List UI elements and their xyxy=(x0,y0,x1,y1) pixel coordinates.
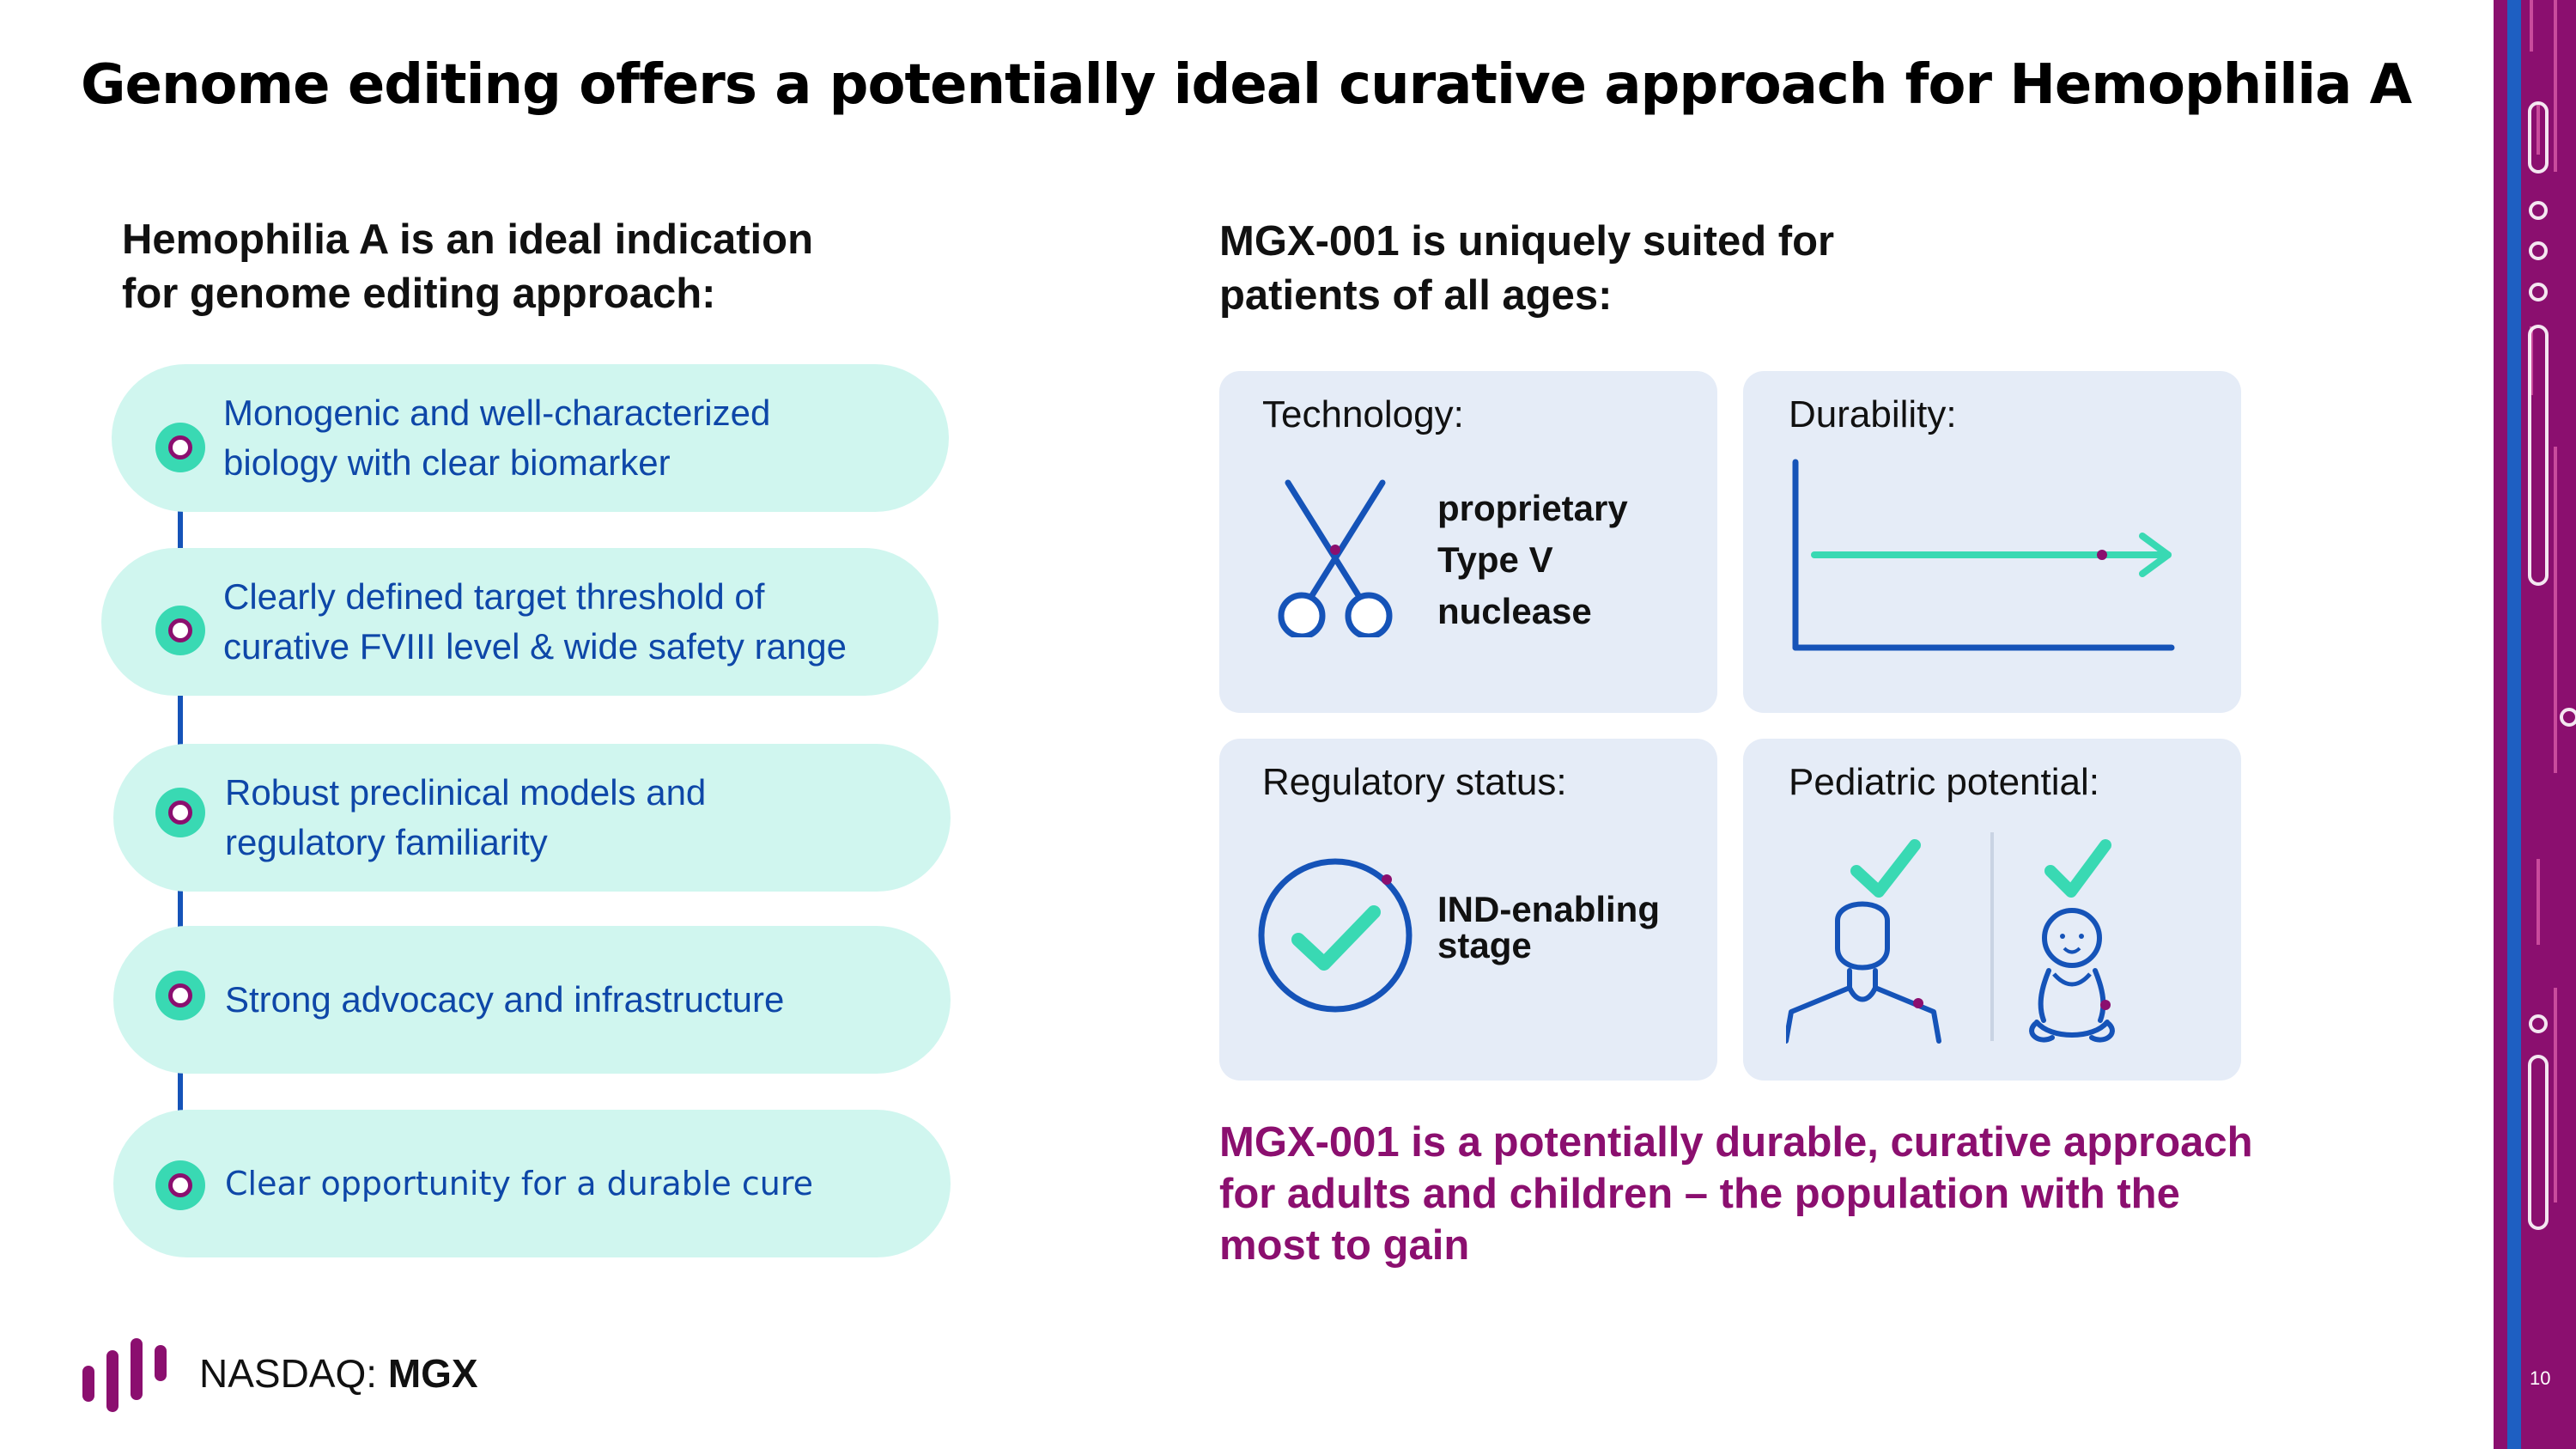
technology-label: Technology: xyxy=(1262,393,1464,435)
scissors-icon xyxy=(1278,479,1393,637)
page-number: 10 xyxy=(2530,1367,2551,1389)
indication-item-2: Clearly defined target threshold of cura… xyxy=(101,548,939,696)
conclusion-text: MGX-001 is a potentially durable, curati… xyxy=(1219,1117,2293,1271)
checkmark-circle-icon xyxy=(1258,858,1413,1013)
indication-item-4: Strong advocacy and infrastructure xyxy=(113,926,951,1074)
technology-line2: Type V xyxy=(1437,539,1553,580)
bullet-icon xyxy=(155,606,205,655)
left-heading: Hemophilia A is an ideal indication for … xyxy=(122,213,895,321)
exchange-label: NASDAQ: xyxy=(199,1351,378,1396)
right-heading: MGX-001 is uniquely suited for patients … xyxy=(1219,215,1992,323)
left-heading-line1: Hemophilia A is an ideal indication xyxy=(122,216,814,263)
technology-text: proprietary Type V nuclease xyxy=(1437,483,1628,637)
right-heading-line2: patients of all ages: xyxy=(1219,272,1613,319)
item-2-line2: curative FVIII level & wide safety range xyxy=(223,626,847,667)
company-logo-icon xyxy=(82,1338,167,1412)
decorative-circuit-pattern xyxy=(2528,0,2576,1230)
indication-item-3: Robust preclinical models and regulatory… xyxy=(113,744,951,892)
item-1-line2: biology with clear biomarker xyxy=(223,442,671,483)
regulatory-text: IND-enabling stage xyxy=(1437,892,1660,964)
pediatric-card: Pediatric potential: xyxy=(1743,739,2241,1081)
bullet-icon xyxy=(155,788,205,837)
item-3-line2: regulatory familiarity xyxy=(225,822,548,862)
item-2-line1: Clearly defined target threshold of xyxy=(223,576,765,617)
regulatory-card: Regulatory status: IND-enabling stage xyxy=(1219,739,1717,1081)
bullet-icon xyxy=(155,1160,205,1210)
adult-child-icon xyxy=(1786,832,2115,1044)
regulatory-line1: IND-enabling xyxy=(1437,889,1660,929)
indication-item-5: Clear opportunity for a durable cure xyxy=(113,1110,951,1257)
item-5-line1: Clear opportunity for a durable cure xyxy=(225,1165,814,1202)
regulatory-label: Regulatory status: xyxy=(1262,761,1567,803)
regulatory-line2: stage xyxy=(1437,925,1532,965)
right-heading-line1: MGX-001 is uniquely suited for xyxy=(1219,218,1835,265)
ticker-symbol: MGX xyxy=(387,1351,478,1396)
item-1-line1: Monogenic and well-characterized xyxy=(223,393,771,433)
durability-label: Durability: xyxy=(1789,393,1957,435)
durability-card: Durability: xyxy=(1743,371,2241,713)
decorative-side-stripe xyxy=(2507,0,2521,1449)
indication-item-1: Monogenic and well-characterized biology… xyxy=(112,364,949,512)
left-heading-line2: for genome editing approach: xyxy=(122,271,716,317)
pediatric-label: Pediatric potential: xyxy=(1789,761,2099,803)
bullet-icon xyxy=(155,971,205,1020)
technology-line3: nuclease xyxy=(1437,591,1592,631)
technology-card: Technology: proprietary Type V nuclease xyxy=(1219,371,1717,713)
conclusion-line1: MGX-001 is a potentially durable, curati… xyxy=(1219,1119,2253,1166)
technology-line1: proprietary xyxy=(1437,488,1628,528)
conclusion-line3: most to gain xyxy=(1219,1222,1470,1269)
item-3-line1: Robust preclinical models and xyxy=(225,772,707,813)
ticker-label: NASDAQ: MGX xyxy=(199,1350,478,1397)
conclusion-line2: for adults and children – the population… xyxy=(1219,1171,2180,1217)
item-4-line1: Strong advocacy and infrastructure xyxy=(225,979,785,1020)
durability-chart-icon xyxy=(1792,459,2175,651)
slide-title: Genome editing offers a potentially idea… xyxy=(81,53,2412,117)
bullet-icon xyxy=(155,423,205,472)
